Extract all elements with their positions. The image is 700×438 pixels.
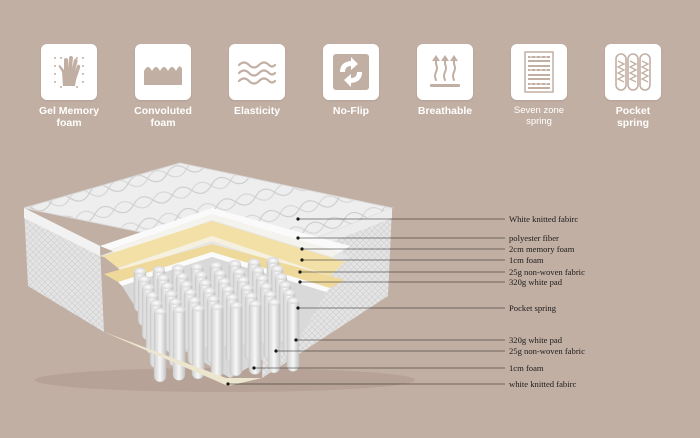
spring-coil bbox=[267, 298, 281, 374]
spring-coil-top bbox=[203, 287, 215, 294]
spring-coil-top bbox=[154, 307, 166, 315]
spring-coil-top bbox=[233, 268, 245, 275]
spring-coil-top bbox=[214, 269, 226, 277]
spring-coil-top bbox=[211, 303, 223, 310]
spring-coil-top bbox=[188, 296, 200, 304]
spring-coil bbox=[248, 300, 262, 375]
spring-coil-top bbox=[191, 263, 203, 270]
hand-icon bbox=[54, 56, 84, 88]
spring-coil-top bbox=[229, 260, 241, 267]
spring-coil-top bbox=[252, 266, 264, 274]
spring-coil-top bbox=[207, 295, 219, 302]
spring-coil bbox=[172, 306, 186, 381]
spring-coil-top bbox=[222, 285, 234, 293]
spring-coil-top bbox=[275, 273, 287, 280]
callout-pocket-spring: Pocket spring bbox=[509, 303, 557, 313]
spring-coil-top bbox=[279, 281, 291, 288]
mattress-left-side bbox=[24, 208, 104, 332]
mattress-bottom-layer bbox=[104, 332, 262, 386]
callout-memory-foam: 2cm memory foam bbox=[509, 244, 575, 254]
callout-bottom-non-woven-fabric: 25g non-woven fabric bbox=[509, 346, 585, 356]
spring-coil bbox=[210, 303, 224, 378]
spring-coil bbox=[229, 301, 243, 377]
zone-spring-icon bbox=[524, 51, 554, 93]
callout-top-non-woven-fabric: 25g non-woven fabric bbox=[509, 267, 585, 277]
spring-coil-top bbox=[161, 282, 173, 289]
feature-seven-zone-spring: Seven zone spring bbox=[503, 44, 575, 127]
pocket-spring-field bbox=[122, 257, 326, 383]
spring-coil-top bbox=[180, 280, 192, 288]
spring-coil-top bbox=[150, 299, 162, 307]
feature-convoluted-foam: Convoluted foam bbox=[127, 44, 199, 129]
feature-gel-memory-foam: Gel Memory foam bbox=[33, 44, 105, 129]
wavy-foam-icon bbox=[144, 66, 182, 85]
feature-label: Gel Memory foam bbox=[38, 105, 100, 129]
spring-coil-top bbox=[264, 290, 276, 298]
spring-coil-top bbox=[271, 265, 283, 272]
spring-coil-top bbox=[142, 283, 154, 291]
spring-coil-top bbox=[249, 300, 261, 307]
feature-elasticity: Elasticity bbox=[221, 44, 293, 117]
spring-coil bbox=[153, 307, 167, 383]
spring-coil-top bbox=[230, 301, 242, 309]
callout-bottom-1cm-foam: 1cm foam bbox=[509, 363, 544, 373]
spring-coil-top bbox=[245, 292, 257, 299]
spring-coil-top bbox=[172, 264, 184, 272]
up-arrows-icon bbox=[430, 55, 460, 87]
spring-coil-top bbox=[195, 271, 207, 278]
rotate-arrows-icon bbox=[333, 54, 369, 90]
feature-label: Pocket spring bbox=[615, 105, 651, 129]
wave-lines-icon bbox=[237, 61, 277, 85]
spring-coil-top bbox=[267, 257, 279, 264]
callout-top-knitted-fabric: White knitted fabirc bbox=[509, 214, 579, 224]
feature-icon-row: Gel Memory foam Convoluted foam Elastici… bbox=[0, 0, 700, 140]
spring-coil-top bbox=[283, 289, 295, 296]
callout-polyester-fiber: polyester fiber bbox=[509, 233, 559, 243]
leader-lines bbox=[226, 217, 505, 386]
spring-coil-top bbox=[241, 284, 253, 291]
feature-no-flip: No-Flip bbox=[315, 44, 387, 117]
spring-coil-top bbox=[199, 279, 211, 286]
spring-coil-top bbox=[268, 298, 280, 306]
spring-coil-top bbox=[287, 297, 299, 304]
callout-bottom-knitted-fabric: white knitted fabirc bbox=[509, 379, 577, 389]
spring-coil-top bbox=[256, 274, 268, 282]
spring-coil-top bbox=[173, 306, 185, 313]
spring-coil-top bbox=[192, 304, 204, 312]
spring-coil-top bbox=[169, 298, 181, 305]
spring-coil-top bbox=[184, 288, 196, 296]
feature-label: Elasticity bbox=[233, 105, 281, 117]
pocket-spring-icon bbox=[615, 53, 651, 91]
callout-top-white-pad: 320g white pad bbox=[509, 277, 562, 287]
spring-coil-top bbox=[146, 291, 158, 299]
callout-top-1cm-foam: 1cm foam bbox=[509, 255, 544, 265]
spring-coil-top bbox=[260, 282, 272, 290]
feature-label: Convoluted foam bbox=[134, 105, 192, 129]
spring-coil-top bbox=[165, 290, 177, 297]
spring-coil-top bbox=[138, 275, 150, 283]
callout-bottom-white-pad: 320g white pad bbox=[509, 335, 562, 345]
feature-label: Seven zone spring bbox=[513, 105, 565, 127]
feature-breathable: Breathable bbox=[409, 44, 481, 117]
spring-coil-top bbox=[218, 277, 230, 285]
spring-coil-top bbox=[176, 272, 188, 280]
spring-coil-top bbox=[153, 266, 165, 273]
spring-coil-top bbox=[134, 267, 146, 275]
feature-label: No-Flip bbox=[332, 105, 370, 117]
spring-coil-top bbox=[248, 258, 260, 266]
feature-label: Breathable bbox=[417, 105, 473, 117]
feature-pocket-spring: Pocket spring bbox=[597, 44, 669, 129]
spring-coil-top bbox=[237, 276, 249, 283]
cutaway-layers bbox=[100, 208, 350, 300]
spring-coil-top bbox=[210, 261, 222, 269]
spring-coil-top bbox=[226, 293, 238, 301]
spring-coil-top bbox=[157, 274, 169, 281]
